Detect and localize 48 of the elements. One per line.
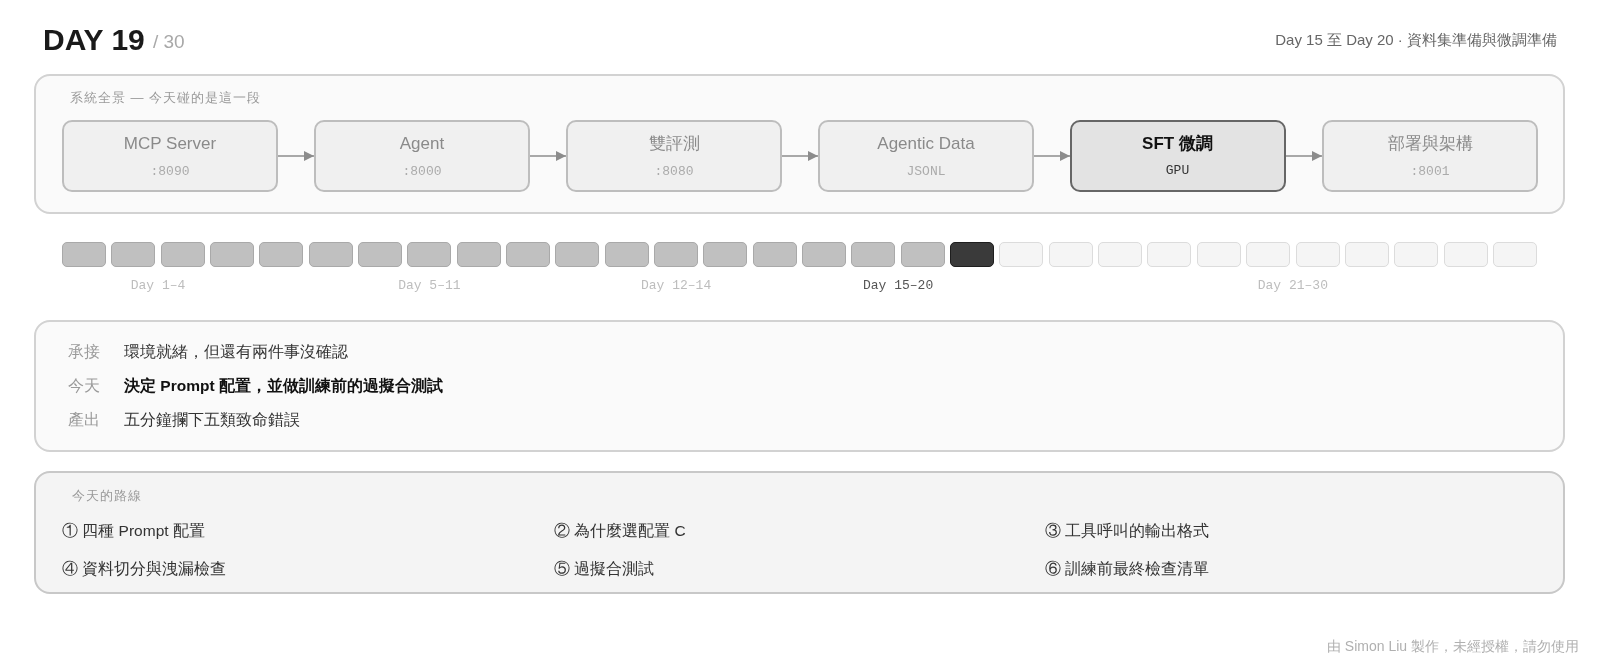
segment-label: Day 12–14 xyxy=(640,276,712,294)
stage-detail: :8080 xyxy=(654,162,694,180)
page-title: DAY 19 xyxy=(43,21,145,58)
stage-title: MCP Server xyxy=(123,133,217,155)
route-item: ② 為什麼選配置 C xyxy=(554,521,686,541)
row-label: 承接 xyxy=(68,342,100,362)
segment-label: Day 5–11 xyxy=(398,276,461,294)
stage-detail: :8090 xyxy=(150,162,190,180)
route-item: ④ 資料切分與洩漏檢查 xyxy=(62,559,227,579)
panel-heading: 今天的路線 xyxy=(72,486,142,504)
route-item: ⑤ 過擬合測試 xyxy=(554,559,655,579)
header-subtitle: Day 15 至 Day 20 · 資料集準備與微調準備 xyxy=(1275,30,1557,50)
route-item: ⑥ 訓練前最終檢查清單 xyxy=(1045,559,1210,579)
route-item: ① 四種 Prompt 配置 xyxy=(62,521,205,541)
stage-box xyxy=(62,120,278,192)
stage-detail: GPU xyxy=(1165,162,1190,179)
segment-label: Day 21–30 xyxy=(1257,276,1328,294)
row-text: 環境就緒，但還有兩件事沒確認 xyxy=(124,342,348,362)
arrow xyxy=(1285,151,1323,161)
arrow xyxy=(1033,151,1071,161)
overview-panel xyxy=(34,74,1565,214)
stage-title: SFT 微調 xyxy=(1142,132,1213,155)
stage-box xyxy=(1322,120,1538,192)
segment-label: Day 1–4 xyxy=(130,276,186,294)
route-item: ③ 工具呼叫的輸出格式 xyxy=(1045,521,1210,541)
arrow xyxy=(781,151,819,161)
stage-detail: JSONL xyxy=(906,162,946,180)
row-label: 產出 xyxy=(68,410,100,430)
stage-title: Agentic Data xyxy=(877,133,975,155)
stage-box xyxy=(1070,120,1286,192)
route-panel xyxy=(34,471,1565,594)
stage-title: 部署與架構 xyxy=(1387,133,1473,155)
row-label: 今天 xyxy=(68,376,100,396)
arrow xyxy=(277,151,315,161)
stage-box xyxy=(314,120,530,192)
stage-title: Agent xyxy=(399,133,445,155)
day-total: / 30 xyxy=(153,29,185,54)
stage-title: 雙評測 xyxy=(648,133,700,155)
footer-note: 由 Simon Liu 製作，未經授權，請勿使用 xyxy=(1326,637,1579,655)
row-text: 決定 Prompt 配置，並做訓練前的過擬合測試 xyxy=(124,376,443,396)
segment-label: Day 15–20 xyxy=(863,276,934,294)
arrow xyxy=(529,151,567,161)
row-text: 五分鐘攔下五類致命錯誤 xyxy=(124,410,300,430)
stage-detail: :8000 xyxy=(402,162,442,180)
stage-box xyxy=(818,120,1034,192)
stage-detail: :8001 xyxy=(1410,162,1450,180)
summary-panel xyxy=(34,320,1565,452)
stage-box xyxy=(566,120,782,192)
